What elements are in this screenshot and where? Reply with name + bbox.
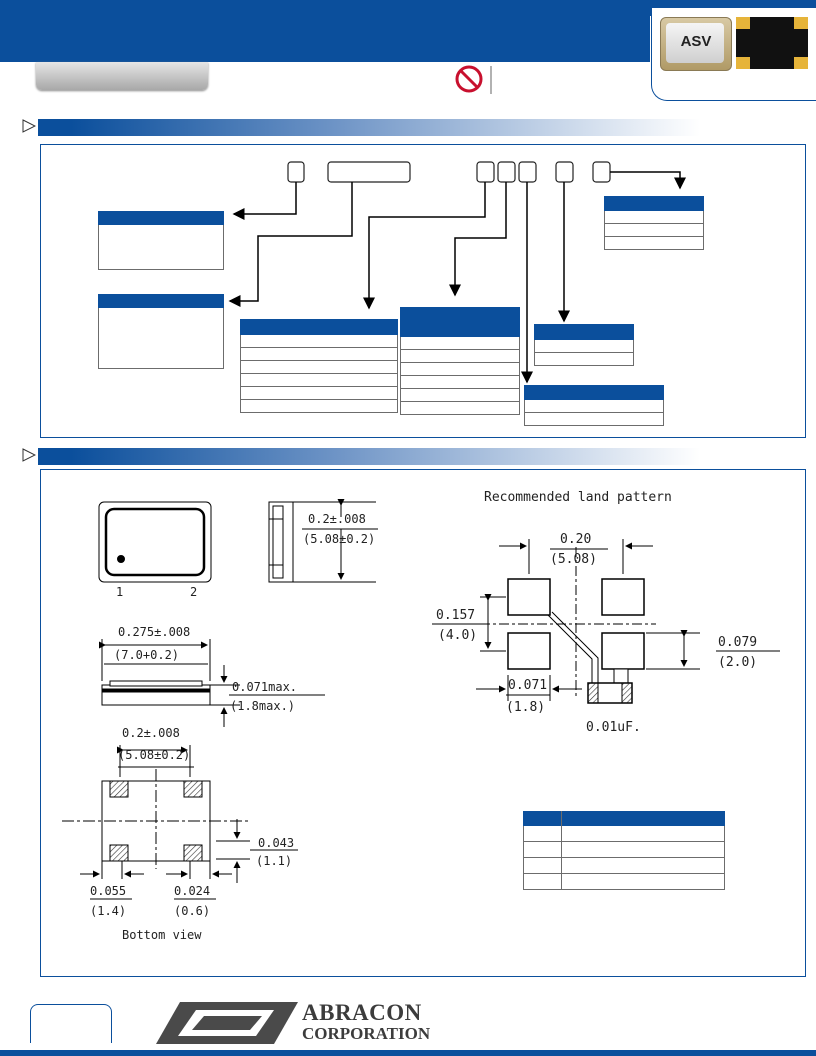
part-number-diagram: [228, 161, 686, 384]
pad-width-mm: (1.4): [90, 904, 126, 918]
length-in: 0.275±.008: [118, 625, 190, 639]
max-height-in: 0.071max.: [232, 680, 297, 694]
land-vpitch-mm: (4.0): [438, 628, 477, 643]
code-box-5: [518, 161, 537, 183]
land-pitch-mm: (5.08): [550, 552, 597, 567]
land-pitch-in: 0.20: [560, 532, 591, 547]
logo-text-corporation: CORPORATION: [302, 1024, 431, 1043]
table-a: [98, 211, 224, 270]
section-bar-dimensions: [38, 448, 700, 465]
length-mm: (7.0+0.2): [114, 648, 179, 662]
outline-triangle-arrow-icon: [22, 119, 36, 133]
land-pad-width-in: 0.071: [508, 678, 547, 693]
land-vpitch-in: 0.157: [436, 608, 475, 623]
product-photo-bottom: [736, 17, 808, 69]
pad-pitch-in: 0.2±.008: [122, 726, 180, 740]
pad-height-in: 0.043: [258, 836, 294, 850]
dimension-drawing: Recommended land pattern 1 2 0.2±.008 (5…: [62, 490, 780, 942]
pad-gap-in: 0.024: [174, 884, 210, 898]
table-f: [524, 385, 664, 426]
code-box-7: [592, 161, 611, 183]
product-photo-label: ASV: [680, 33, 712, 50]
code-box-4: [497, 161, 516, 183]
pin-2-label: 2: [190, 585, 197, 599]
land-pad-in: 0.079: [718, 635, 757, 650]
land-pattern-title: Recommended land pattern: [484, 490, 672, 505]
pad-width-in: 0.055: [90, 884, 126, 898]
outline-triangle-arrow-icon: [22, 448, 36, 462]
table-c: [240, 319, 398, 413]
capacitor-label: 0.01uF.: [586, 720, 641, 735]
side-height-in: 0.2±.008: [308, 512, 366, 526]
prohibited-icon: [455, 65, 492, 94]
header-bar: [0, 0, 650, 62]
table-g: [604, 196, 704, 250]
code-box-6: [555, 161, 574, 183]
product-photo-asv: ASV: [660, 17, 732, 71]
table-d: [400, 307, 520, 415]
land-pad-mm: (2.0): [718, 655, 757, 670]
table-b: [98, 294, 224, 369]
pin-1-label: 1: [116, 585, 123, 599]
page-number-box: [30, 1004, 112, 1043]
product-photo-frame: ASV: [651, 8, 816, 101]
table-e: [534, 324, 634, 366]
pad-gap-mm: (0.6): [174, 904, 210, 918]
bottom-view-label: Bottom view: [122, 928, 202, 942]
code-box-2: [327, 161, 411, 183]
page-tab: [36, 62, 208, 90]
code-box-1: [287, 161, 305, 183]
section-bar-ordering: [38, 119, 700, 136]
max-height-mm: (1.8max.): [230, 699, 295, 713]
abracon-logo-icon: [156, 1002, 298, 1044]
code-box-3: [476, 161, 495, 183]
footer-bar: [0, 1050, 816, 1056]
side-height-mm: (5.08±0.2): [303, 532, 375, 546]
pad-pitch-mm: (5.08±0.2): [118, 748, 190, 762]
land-pad-width-mm: (1.8): [506, 700, 545, 715]
pad-height-mm: (1.1): [256, 854, 292, 868]
pin-table: [523, 811, 725, 890]
logo-text-abracon: ABRACON: [302, 1000, 422, 1025]
